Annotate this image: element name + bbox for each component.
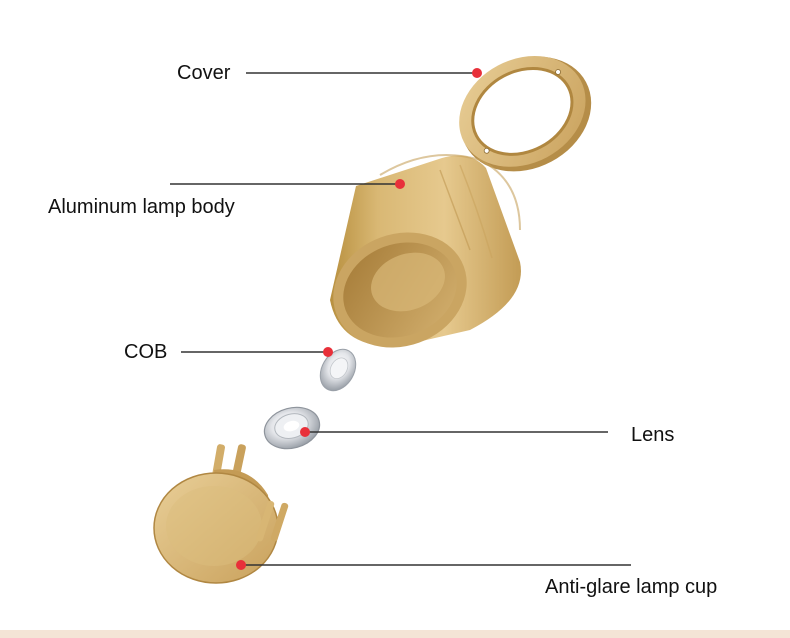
label-aluminum-lamp-body: Aluminum lamp body — [48, 196, 235, 218]
label-anti-glare-lamp-cup: Anti-glare lamp cup — [545, 576, 718, 598]
cover-ring — [459, 56, 592, 172]
leader-lines — [170, 72, 631, 566]
marker-dots — [236, 68, 482, 570]
lens-piece — [263, 406, 321, 450]
bottom-strip — [0, 630, 790, 638]
marker-dot-cover — [472, 68, 482, 78]
label-lens: Lens — [631, 424, 675, 446]
lamp-body-cylinder — [330, 154, 521, 348]
marker-dot-body — [395, 179, 405, 189]
cob-chip — [319, 348, 357, 392]
label-cob: COB — [124, 341, 168, 363]
anti-glare-cup — [153, 444, 289, 584]
marker-dot-cob — [323, 347, 333, 357]
marker-dot-lens — [300, 427, 310, 437]
marker-dot-cup — [236, 560, 246, 570]
label-cover: Cover — [177, 62, 231, 84]
